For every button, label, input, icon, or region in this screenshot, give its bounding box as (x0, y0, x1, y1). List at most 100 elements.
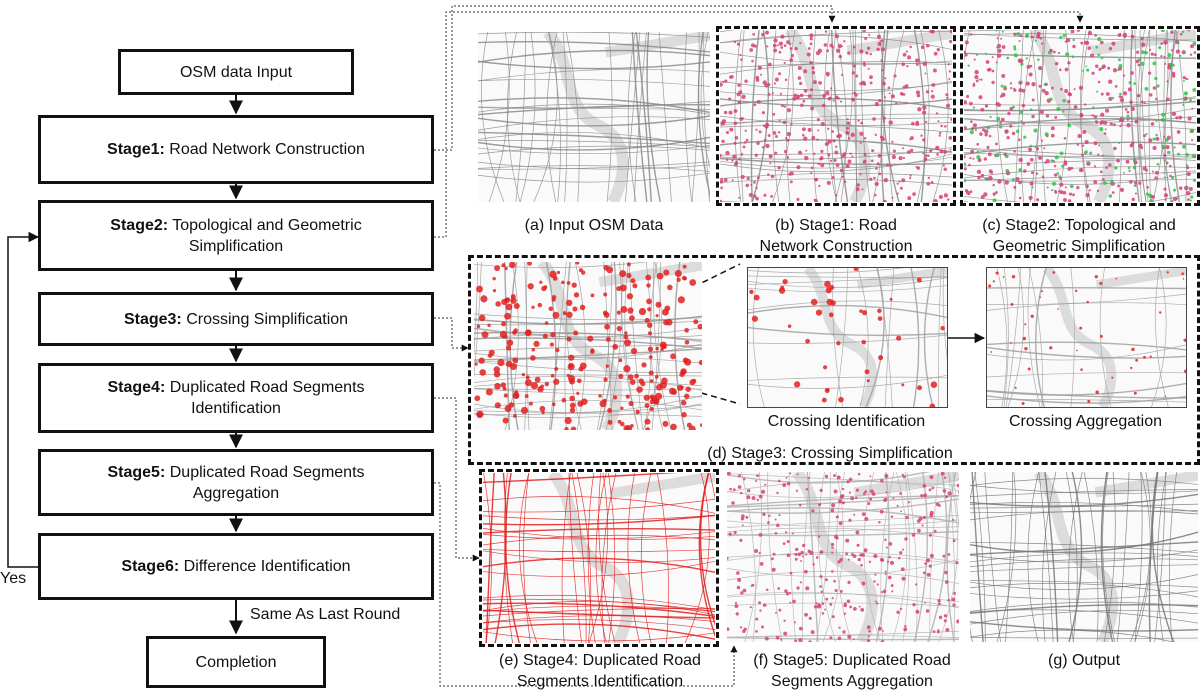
node-dot (824, 388, 830, 394)
node-dot (624, 331, 628, 335)
node-dot (775, 635, 780, 640)
node-dot (1013, 47, 1017, 51)
node-dot (943, 476, 947, 479)
node-dot (1165, 138, 1169, 142)
node-dot (478, 314, 486, 322)
road-line (748, 276, 947, 286)
node-dot (974, 75, 979, 80)
node-dot (1043, 83, 1047, 86)
node-dot (1086, 161, 1090, 165)
node-dot (925, 43, 930, 48)
node-dot (831, 597, 834, 600)
node-dot (969, 156, 972, 160)
road-line (865, 268, 885, 407)
node-dot (997, 53, 1002, 58)
node-dot (734, 135, 739, 140)
node-dot (1068, 192, 1073, 196)
node-dot (821, 602, 825, 605)
node-dot (864, 37, 868, 40)
road-line (720, 156, 952, 169)
node-dot (1018, 138, 1021, 142)
node-dot (1123, 35, 1127, 38)
node-dot (984, 104, 989, 108)
node-dot (838, 499, 843, 504)
node-dot (681, 275, 687, 281)
node-dot (1114, 166, 1118, 170)
node-dot (847, 51, 851, 55)
node-dot (1170, 200, 1174, 202)
node-dot (822, 93, 826, 98)
caption-a-line1: (a) Input OSM Data (524, 217, 664, 234)
node-dot (590, 349, 595, 355)
node-dot (1067, 100, 1071, 104)
node-dot (882, 199, 887, 202)
node-dot (732, 154, 737, 159)
node-dot (956, 619, 959, 624)
node-dot (1124, 108, 1128, 111)
node-dot (922, 138, 926, 142)
node-dot (781, 104, 784, 108)
node-dot (1182, 79, 1185, 82)
road-line (964, 147, 1196, 159)
node-dot (869, 81, 873, 85)
node-dot (931, 90, 934, 93)
node-dot (501, 263, 506, 268)
river-shape (803, 268, 878, 407)
stage1-text: Road Network Construction (169, 141, 365, 158)
node-dot (1050, 159, 1053, 162)
node-dot (1076, 349, 1078, 352)
node-dot (670, 353, 676, 360)
node-dot (1135, 358, 1139, 362)
node-dot (1176, 41, 1180, 45)
node-dot (634, 373, 639, 379)
node-dot (1101, 66, 1104, 70)
node-dot (685, 386, 691, 392)
node-dot (1003, 85, 1007, 89)
node-dot (870, 159, 874, 163)
node-dot (818, 184, 821, 188)
node-dot (738, 157, 741, 161)
road-line (970, 501, 1198, 513)
node-dot (792, 96, 797, 101)
node-dot (972, 83, 976, 87)
node-dot (801, 133, 805, 137)
node-dot (991, 80, 995, 85)
node-dot (746, 488, 751, 493)
node-dot (740, 58, 743, 61)
node-dot (995, 191, 998, 194)
node-dot (768, 154, 773, 159)
node-dot (952, 539, 956, 543)
node-dot (859, 82, 863, 86)
node-dot (1013, 45, 1017, 49)
node-dot (943, 193, 948, 198)
node-dot (809, 42, 813, 46)
node-dot (811, 509, 815, 513)
node-dot (720, 153, 722, 158)
node-dot (976, 150, 979, 153)
node-dot (852, 638, 855, 641)
node-dot (1052, 181, 1056, 186)
node-dot (691, 378, 697, 384)
node-dot (1059, 151, 1064, 156)
node-dot (1051, 86, 1054, 90)
node-dot (762, 512, 766, 516)
node-dot (942, 489, 947, 493)
node-dot (553, 378, 560, 385)
node-dot (762, 124, 766, 127)
node-dot (735, 612, 739, 616)
node-dot (778, 119, 781, 122)
node-dot (1152, 137, 1156, 141)
road-line (483, 528, 715, 534)
node-dot (758, 601, 762, 605)
node-dot (630, 278, 636, 284)
node-dot (1078, 85, 1084, 90)
node-dot (979, 132, 983, 136)
road-line (834, 30, 853, 202)
road-line (727, 515, 959, 528)
node-dot (1107, 66, 1111, 70)
node-dot (850, 552, 854, 556)
road-line (970, 552, 1198, 563)
node-dot (853, 91, 856, 95)
stage6-box: Stage6: Difference Identification (38, 533, 434, 600)
node-dot (654, 375, 659, 379)
